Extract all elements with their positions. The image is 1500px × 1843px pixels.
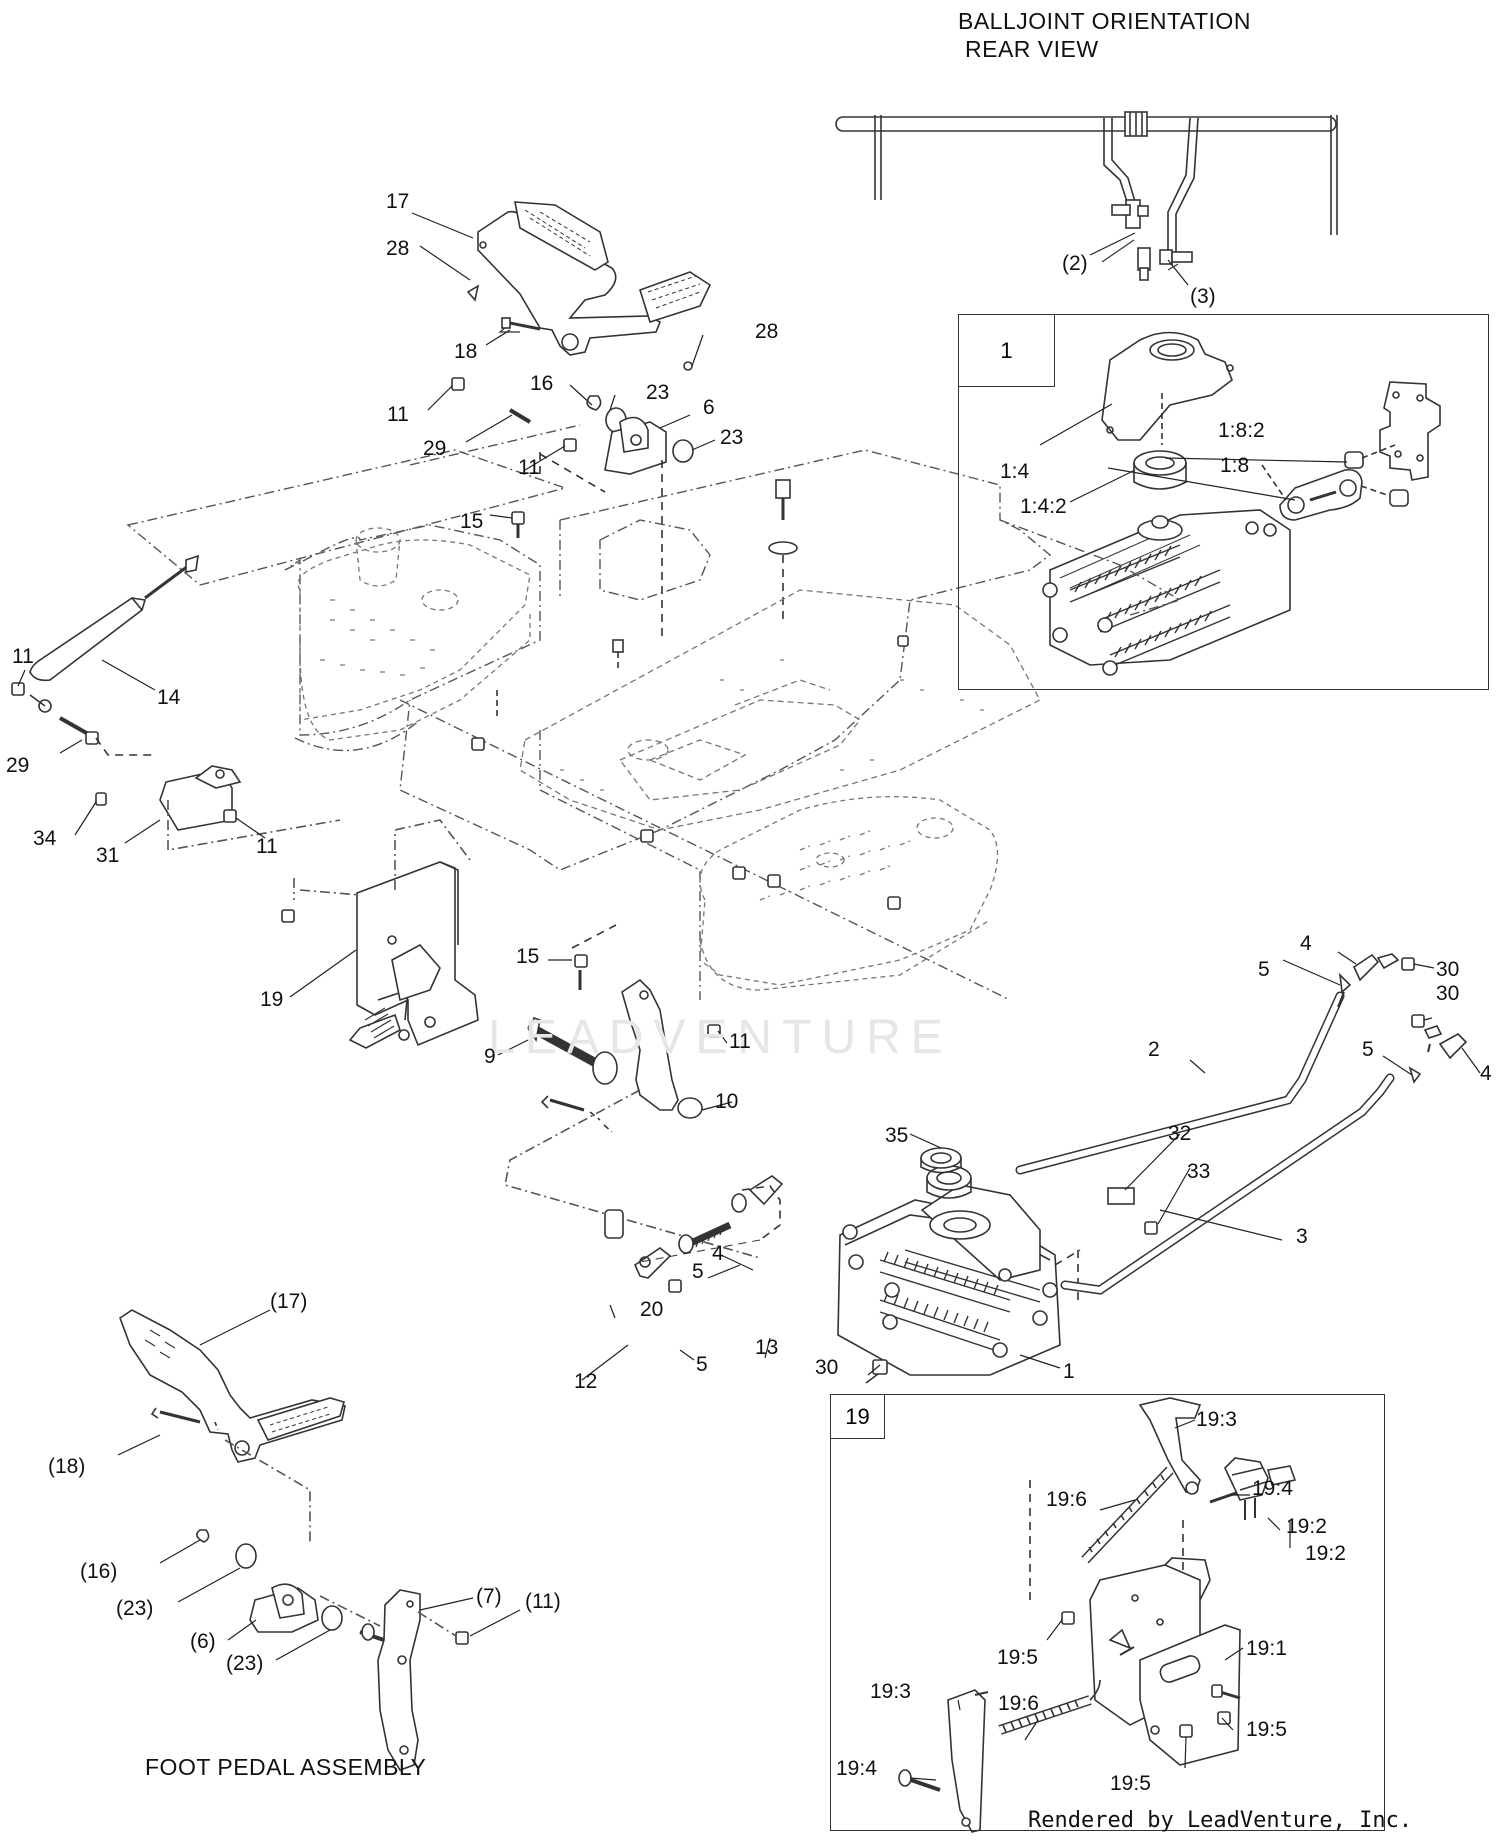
callout-label: 9 [484,1045,496,1068]
pivot-arm-group [504,924,761,1259]
balljoint-title-line1: BALLJOINT ORIENTATION [958,8,1251,34]
floor-plate [519,589,1041,831]
callout-label: 4 [1480,1062,1492,1085]
callout-label: 15 [516,945,540,968]
callout-label: 19:3 [870,1680,911,1703]
callout-label: 1:8 [1220,454,1250,477]
callout-label: (16) [80,1560,118,1583]
callout-label: 11 [518,456,540,479]
callout-label: 35 [885,1124,909,1147]
callout-label: 19:2 [1305,1542,1346,1565]
foot-pedal-assembly-lower [119,1309,469,1771]
control-mechanism-1 [837,1147,1158,1384]
callout-label: 33 [1187,1160,1211,1183]
callout-label: 23 [720,426,744,449]
callout-label: 12 [574,1370,598,1393]
frame-nuts [471,635,909,910]
render-credit: Rendered by LeadVenture, Inc. [1028,1808,1413,1833]
callout-label: 19:5 [1246,1718,1287,1741]
callout-label: 6 [703,396,715,419]
callout-label: 29 [6,754,30,777]
callout-label: 10 [715,1090,739,1113]
callout-label: (23) [116,1597,154,1620]
callout-label: 11 [729,1030,751,1053]
callout-label: 1:8:2 [1218,419,1265,442]
main-foot-pedal [466,201,712,371]
leader-lines [17,212,1481,1781]
callout-label: 5 [692,1260,704,1283]
callout-label: 5 [696,1353,708,1376]
link-rod-lower [604,1175,784,1293]
callout-label: (2) [1062,252,1088,275]
callout-label: 4 [1300,932,1312,955]
callout-label: 19:3 [1196,1408,1237,1431]
inset-19-box: 19 [830,1394,1385,1831]
inset-19-tag: 19 [831,1395,885,1439]
damper-14 [11,554,199,756]
right-fender [699,796,999,991]
callout-label: 19:6 [998,1692,1039,1715]
callout-label: 20 [640,1298,664,1321]
callout-label: 19 [260,988,284,1011]
callout-label: 34 [33,827,57,850]
callout-label: 19:1 [1246,1637,1287,1660]
callout-label: (7) [476,1585,502,1608]
foot-pedal-assembly-title: FOOT PEDAL ASSEMBLY [145,1754,427,1780]
callout-label: 30 [1436,982,1460,1005]
bracket-assembly-19 [281,819,479,1049]
left-fender [297,527,531,741]
callout-label: 19:4 [1252,1477,1293,1500]
callout-label: 18 [454,340,478,363]
callout-label: 19:2 [1286,1515,1327,1538]
callout-label: 5 [1362,1038,1374,1061]
inset-19-drawing [898,1397,1297,1833]
callout-label: 13 [755,1336,779,1359]
bracket-31 [95,765,341,851]
inset-1-drawing [1042,331,1441,676]
callout-label: 31 [96,844,120,867]
callout-label: 30 [1436,958,1460,981]
callout-label: (6) [190,1630,216,1653]
watermark: LEADVENTURE [488,1011,953,1064]
callout-label: (18) [48,1455,86,1478]
callout-label: 1:4:2 [1020,495,1067,518]
callout-label: (17) [270,1290,308,1313]
callout-label: 29 [423,437,447,460]
frame-phantom [126,424,1182,1001]
callout-label: 23 [646,381,670,404]
balljoint-rear-view [835,111,1338,281]
callout-label: 11 [387,403,409,426]
callout-label: 5 [1258,958,1270,981]
inset-1-tag: 1 [959,315,1055,387]
callout-label: 28 [386,237,410,260]
callout-label: (11) [525,1590,561,1613]
callout-label: 14 [157,686,181,709]
callout-label: 32 [1168,1122,1192,1145]
callout-label: 19:5 [1110,1772,1151,1795]
callout-label: 19:6 [1046,1488,1087,1511]
balljoint-title-line2: REAR VIEW [965,36,1099,62]
callout-label: (3) [1190,285,1216,308]
callout-label: (23) [226,1652,264,1675]
callout-label: 1 [1063,1360,1075,1383]
callout-label: 2 [1148,1038,1160,1061]
callout-label: 16 [530,372,554,395]
callout-label: 19:4 [836,1757,877,1780]
control-rods [1015,953,1468,1295]
callout-label: 30 [815,1356,839,1379]
callout-label: 15 [460,510,484,533]
callout-label: 11 [256,835,278,858]
callout-label: 3 [1296,1225,1308,1248]
pedal-pivot-hardware [451,317,798,640]
callout-label: 11 [12,645,34,668]
callout-label: 4 [712,1242,724,1265]
callout-label: 28 [755,320,779,343]
inset-1-box: 1 [958,314,1489,690]
callout-label: 19:5 [997,1646,1038,1669]
callout-label: 17 [386,190,410,213]
callout-label: 1:4 [1000,460,1030,483]
